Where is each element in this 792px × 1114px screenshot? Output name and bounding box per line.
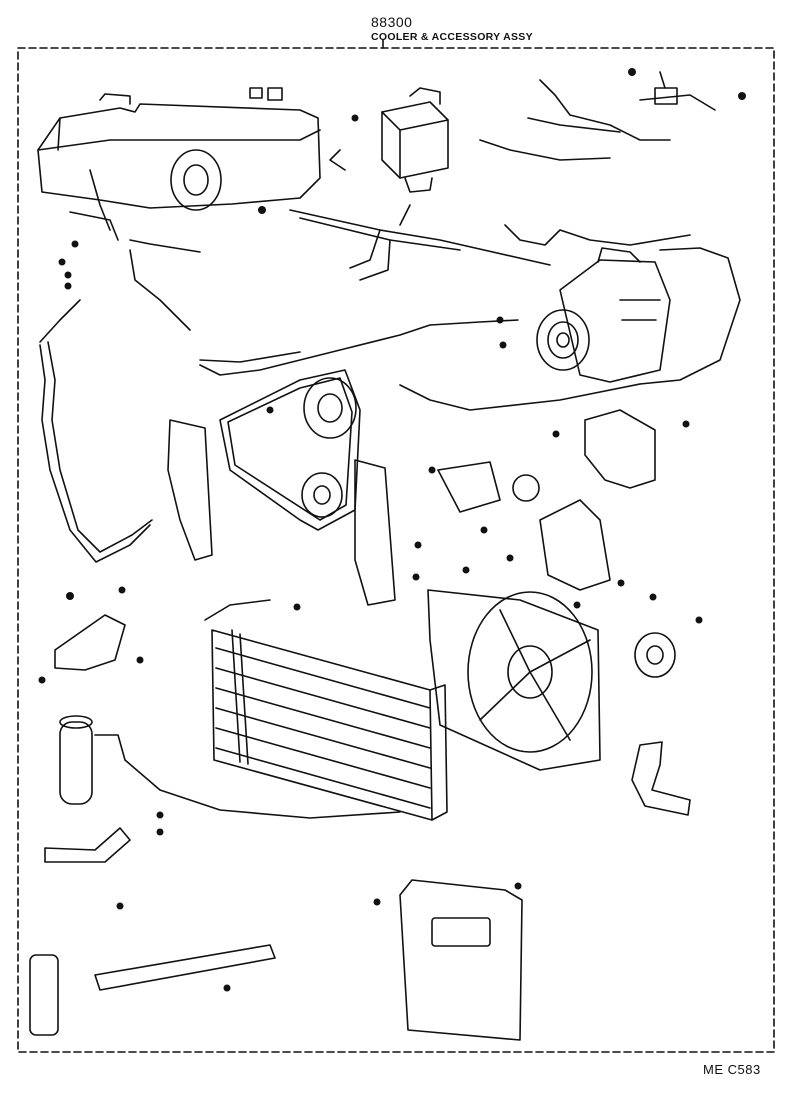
amplifier-box — [381, 87, 449, 193]
drier-bracket — [44, 614, 131, 863]
fan-shroud — [427, 589, 601, 771]
refrigerant-hoses — [39, 239, 741, 563]
wire-harness — [289, 139, 691, 281]
drain-hose — [631, 741, 691, 816]
cooling-unit — [37, 87, 321, 241]
condenser — [204, 599, 448, 821]
spray-can — [29, 954, 59, 1036]
liquid-tube — [94, 944, 276, 991]
compressor — [536, 247, 671, 383]
expansion-valve-piping — [527, 71, 716, 141]
diagram-code: ME C583 — [703, 1062, 761, 1077]
diagram-border — [17, 39, 775, 1053]
fasteners — [38, 68, 746, 992]
drive-belt — [219, 369, 361, 531]
splash-shield — [399, 879, 523, 1041]
fan-hub — [634, 632, 676, 678]
part-number: 88300 — [371, 14, 413, 30]
assembly-title: COOLER & ACCESSORY ASSY — [371, 31, 533, 43]
receiver-drier — [59, 715, 401, 819]
compressor-bracket — [167, 409, 656, 606]
